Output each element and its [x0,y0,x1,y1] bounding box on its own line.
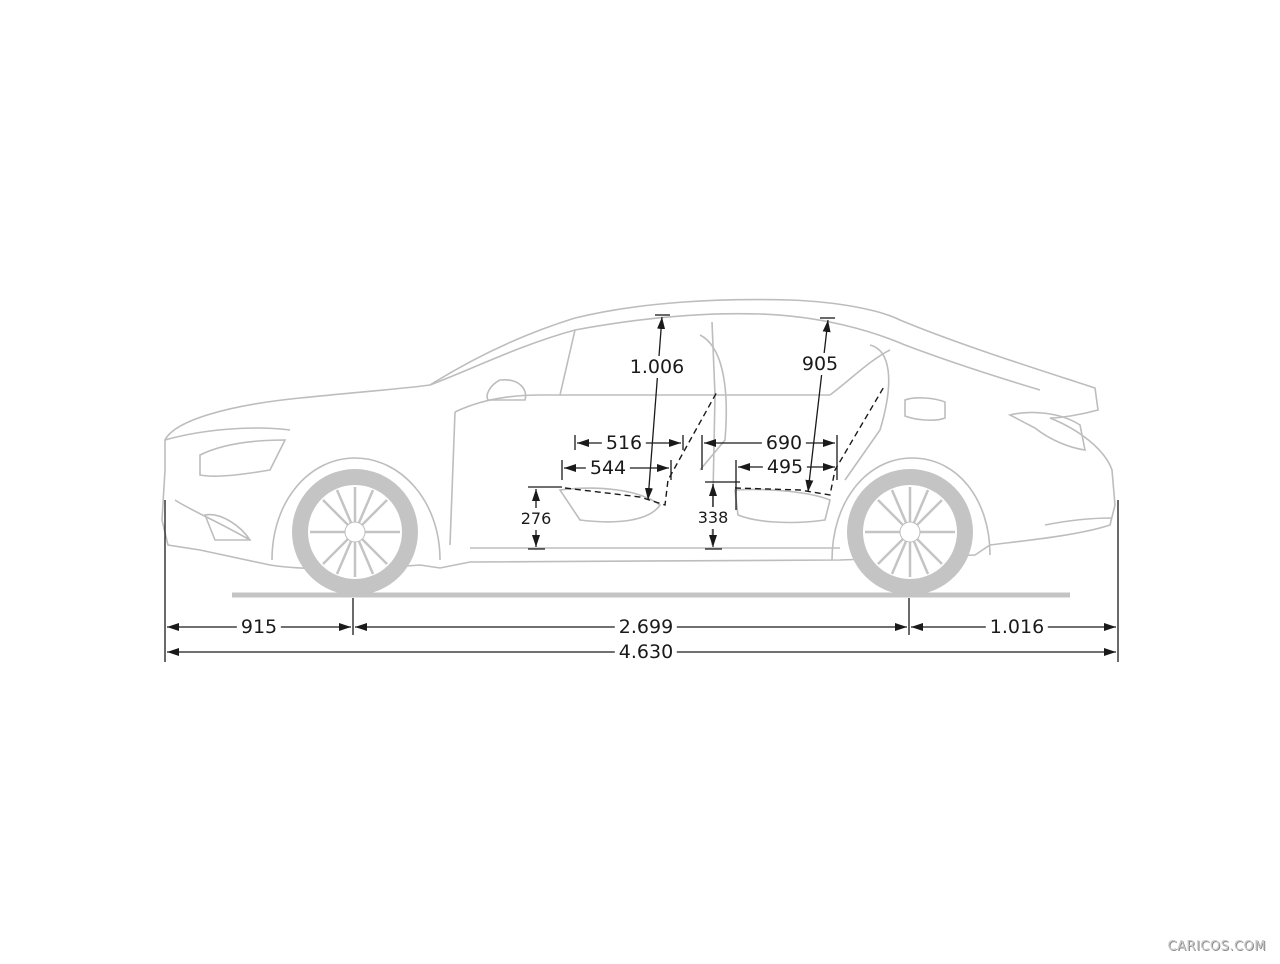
rear-overhang-label: 1.016 [985,616,1049,638]
front-seat-length-lower-label: 544 [585,457,631,479]
rear-seat-length-label: 495 [762,456,808,478]
overall-length-label: 4.630 [614,641,678,663]
rear-headroom-label: 905 [797,353,843,375]
front-headroom-label: 1.006 [625,356,689,378]
front-seat-height-label: 276 [516,508,556,530]
front-seat-length-upper-label: 516 [601,432,647,454]
rear-wheel-icon [847,469,973,595]
watermark: CARICOS.COM [1167,939,1266,954]
rear-seat-height-label: 338 [693,507,733,529]
car-body [161,298,1116,570]
rear-legroom-label: 690 [761,432,807,454]
front-overhang-label: 915 [236,616,282,638]
wheelbase-label: 2.699 [614,616,678,638]
front-wheel-icon [292,469,418,595]
